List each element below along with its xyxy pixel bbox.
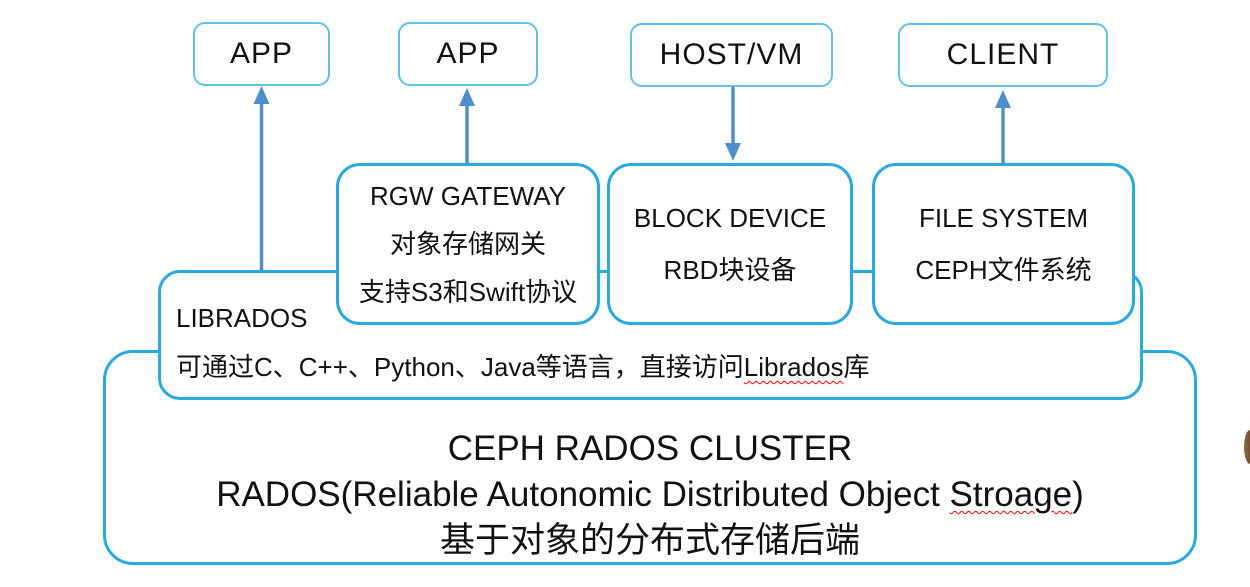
host-vm-box: HOST/VM: [630, 23, 833, 87]
file-system-box: FILE SYSTEM CEPH文件系统: [872, 163, 1135, 325]
block-device-label: BLOCK DEVICE: [633, 203, 827, 233]
arrow-up-icon-librados-to-app-left: [253, 86, 270, 270]
misspelled-stroage: Stroage: [949, 475, 1073, 514]
file-system-label: FILE SYSTEM: [918, 203, 1089, 233]
app-left-label: APP: [229, 37, 294, 70]
rados-title: CEPH RADOS CLUSTER: [447, 429, 853, 468]
client-box: CLIENT: [898, 23, 1108, 87]
host-vm-label: HOST/VM: [659, 38, 804, 71]
rgw-gateway-cn-label: 对象存储网关: [389, 229, 546, 259]
clipped-edge-object: [1244, 430, 1250, 464]
rados-description-cn: 基于对象的分布式存储后端: [439, 521, 860, 560]
librados-title: LIBRADOS: [176, 303, 308, 333]
arrow-up-icon-filesystem-to-client: [995, 90, 1011, 163]
rados-box-text: CEPH RADOS CLUSTER RADOS(Reliable Autono…: [216, 426, 1084, 564]
app-right-label: APP: [436, 37, 500, 70]
arrow-down-icon-hostvm-to-block-device: [725, 87, 741, 161]
client-label: CLIENT: [946, 38, 1060, 71]
rgw-gateway-label: RGW GATEWAY: [370, 181, 566, 211]
app-box-right: APP: [398, 22, 538, 86]
rgw-gateway-protocols-label: 支持S3和Swift协议: [358, 277, 578, 307]
misspelled-librados: Librados: [743, 352, 844, 382]
rgw-gateway-box: RGW GATEWAY 对象存储网关 支持S3和Swift协议: [336, 163, 600, 325]
block-device-cn-label: RBD块设备: [663, 255, 797, 285]
app-box-left: APP: [193, 22, 330, 86]
block-device-box: BLOCK DEVICE RBD块设备: [607, 163, 853, 325]
librados-description: 可通过C、C++、Python、Java等语言，直接访问Librados库: [176, 352, 870, 382]
arrow-up-icon-rgw-to-app-right: [459, 88, 475, 163]
rados-subtitle: RADOS(Reliable Autonomic Distributed Obj…: [216, 475, 1084, 514]
file-system-cn-label: CEPH文件系统: [915, 255, 1092, 285]
